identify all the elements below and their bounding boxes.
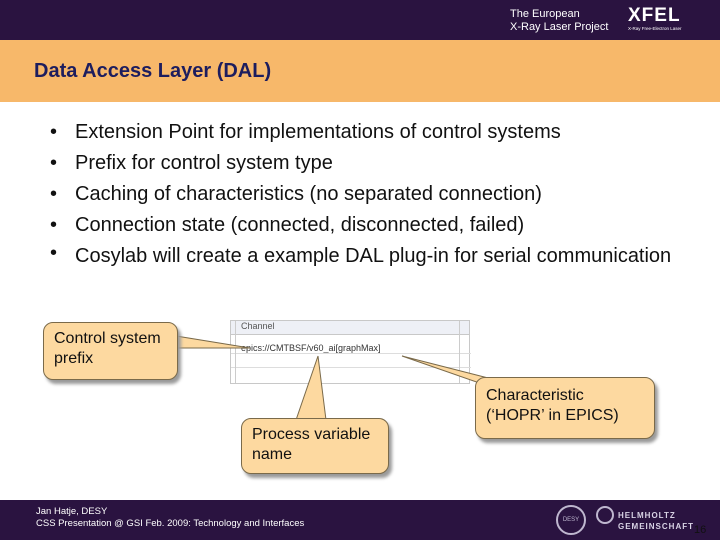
column-divider: [459, 321, 460, 383]
prefix-pointer: [175, 335, 251, 349]
bullet-item: • Connection state (connected, disconnect…: [50, 210, 690, 241]
org-line-2: X-Ray Laser Project: [510, 21, 609, 33]
bullet-item: • Extension Point for implementations of …: [50, 117, 690, 148]
control-system-prefix-callout: Control system prefix: [43, 322, 178, 380]
slide-title: Data Access Layer (DAL): [34, 60, 272, 82]
bullet-list: • Extension Point for implementations of …: [50, 117, 690, 269]
channel-cell: epics://CMTBSF/v60_ai[graphMax]: [241, 343, 381, 353]
top-banner: The European X-Ray Laser Project XFEL X-…: [0, 0, 720, 40]
helmholtz-logo: HELMHOLTZ GEMEINSCHAFT: [618, 510, 694, 532]
bullet-item: • Cosylab will create a example DAL plug-…: [50, 241, 690, 269]
bullet-dot: •: [50, 183, 58, 205]
page-number: 16: [694, 524, 707, 536]
bottom-banner: Jan Hatje, DESY CSS Presentation @ GSI F…: [0, 500, 720, 540]
organization-name: The European X-Ray Laser Project: [510, 8, 625, 34]
row-divider: [231, 353, 471, 354]
bullet-item: • Prefix for control system type: [50, 148, 690, 179]
logo-subtext: X-Ray Free-Electron Laser: [628, 26, 682, 31]
title-band: Data Access Layer (DAL): [0, 40, 720, 102]
bullet-dot: •: [50, 121, 58, 143]
bullet-item: • Caching of characteristics (no separate…: [50, 179, 690, 210]
logo-text: XFEL: [628, 5, 681, 26]
helmholtz-logo-icon: [596, 506, 614, 524]
helmholtz-line-2: GEMEINSCHAFT: [618, 522, 694, 531]
desy-logo: DESY: [556, 505, 586, 535]
footer-text: Jan Hatje, DESY CSS Presentation @ GSI F…: [36, 506, 304, 530]
column-divider: [235, 321, 236, 383]
helmholtz-line-1: HELMHOLTZ: [618, 511, 676, 520]
bullet-text: Prefix for control system type: [75, 152, 333, 174]
characteristic-callout: Characteristic (‘HOPR’ in EPICS): [475, 377, 655, 439]
org-line-1: The European: [510, 8, 580, 20]
footer-event: CSS Presentation @ GSI Feb. 2009: Techno…: [36, 518, 305, 529]
channel-table-screenshot: Channel epics://CMTBSF/v60_ai[graphMax]: [230, 320, 471, 384]
bullet-text: Caching of characteristics (no separated…: [75, 183, 542, 205]
bullet-dot: •: [50, 242, 58, 264]
row-divider: [231, 367, 471, 368]
bullet-dot: •: [50, 214, 58, 236]
process-variable-pointer: [295, 355, 327, 421]
process-variable-callout: Process variable name: [241, 418, 389, 474]
footer-author: Jan Hatje, DESY: [36, 506, 108, 517]
xfel-logo: XFEL X-Ray Free-Electron Laser: [628, 6, 716, 32]
column-header: Channel: [231, 321, 469, 335]
bullet-dot: •: [50, 152, 58, 174]
bullet-text: Connection state (connected, disconnecte…: [75, 214, 525, 236]
bullet-text: Cosylab will create a example DAL plug-i…: [75, 245, 672, 267]
bullet-text: Extension Point for implementations of c…: [75, 121, 561, 143]
